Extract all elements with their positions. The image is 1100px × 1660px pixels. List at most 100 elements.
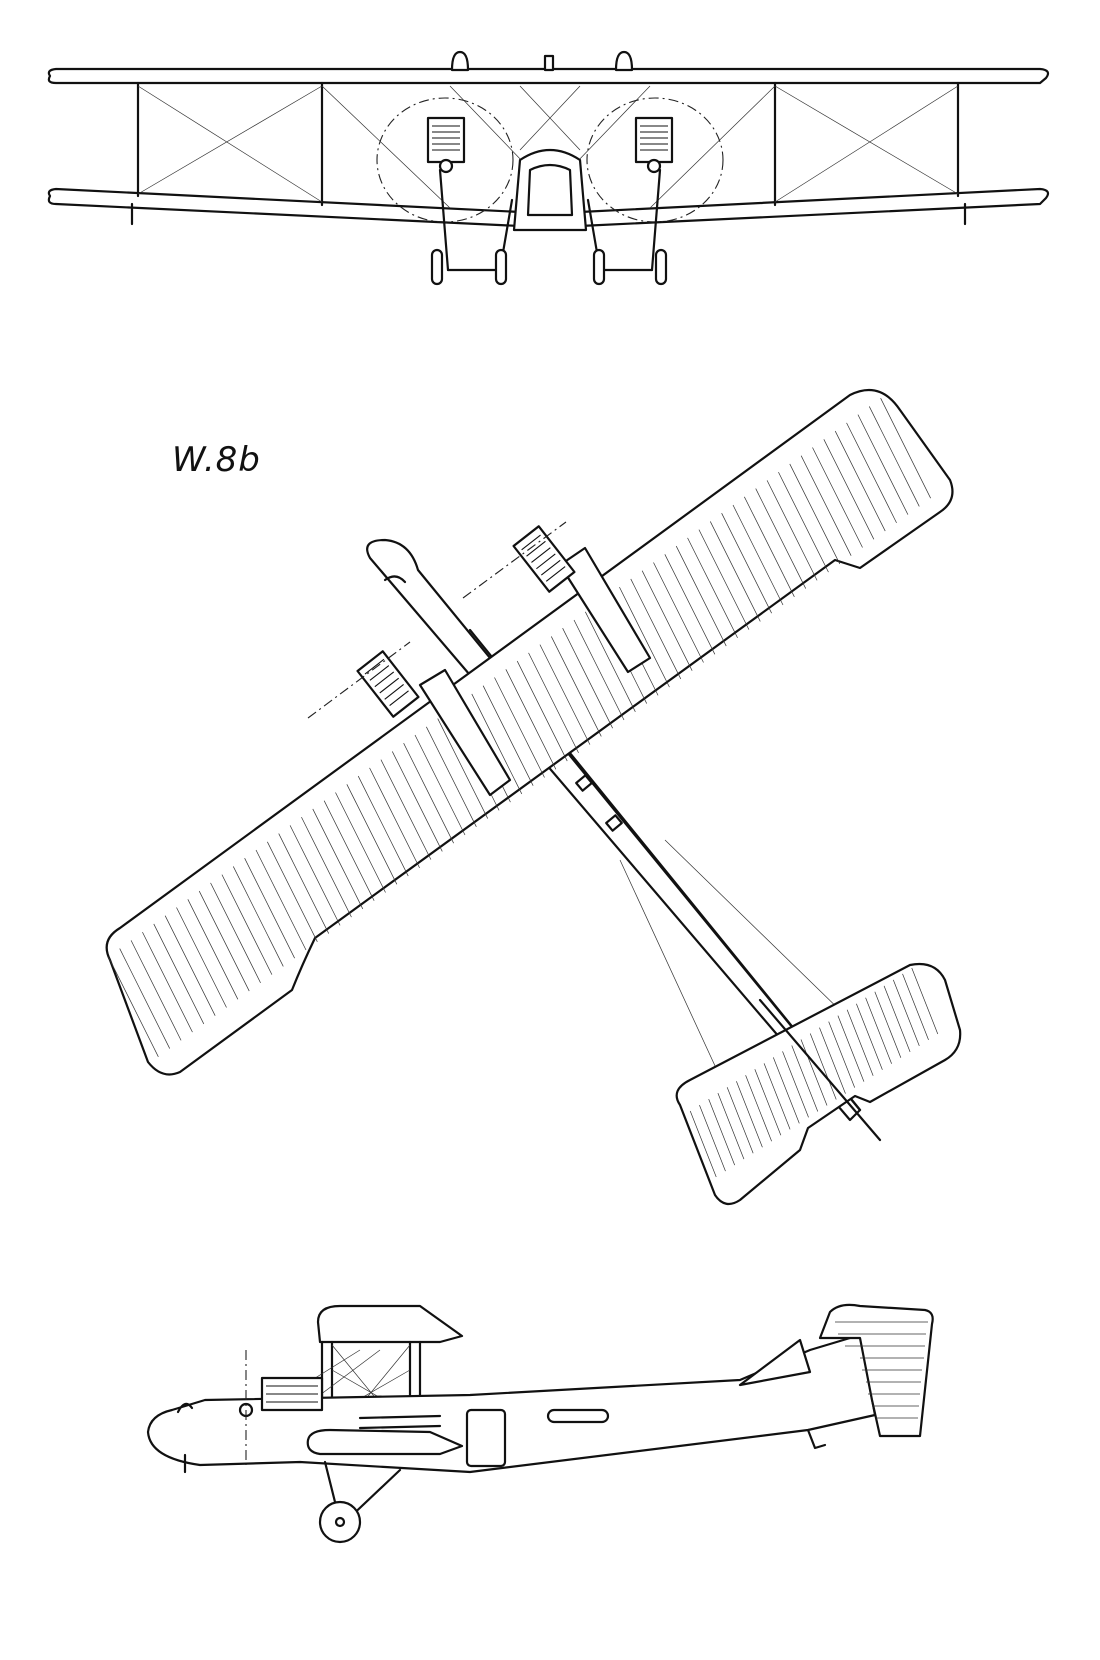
- side-cabin-door: [465, 1408, 507, 1468]
- wing-rib: [403, 743, 454, 844]
- wing-rib: [505, 669, 557, 770]
- tail-rib: [809, 1033, 837, 1100]
- tail-rib: [763, 1063, 791, 1130]
- tail-rib: [791, 1045, 819, 1112]
- wing-rib: [244, 858, 295, 959]
- front-fuselage: [512, 149, 588, 232]
- wing-rib: [664, 554, 716, 655]
- tail-rib: [699, 1104, 726, 1172]
- tail-rib: [745, 1075, 772, 1142]
- wing-rib: [823, 439, 875, 540]
- wing-rib: [857, 414, 909, 515]
- tail-rib: [717, 1093, 745, 1160]
- tail-rib: [754, 1069, 782, 1136]
- side-engine: [238, 1350, 324, 1465]
- wing-rib: [471, 693, 523, 795]
- wing-rib: [278, 833, 330, 934]
- wing-rib: [709, 521, 761, 622]
- wing-rib: [153, 923, 205, 1025]
- wing-rib: [880, 398, 931, 499]
- wing-rib: [164, 915, 216, 1016]
- starboard-engine: [634, 116, 674, 174]
- wing-rib: [380, 759, 432, 860]
- wing-rib: [675, 545, 727, 647]
- wing-rib: [778, 471, 829, 573]
- port-engine-plan: [307, 641, 512, 797]
- front-interplane-struts: [130, 81, 967, 226]
- wing-rib: [289, 825, 341, 926]
- tail-rib: [911, 967, 939, 1035]
- wing-rib: [800, 455, 852, 556]
- wing-rib: [494, 677, 545, 778]
- wing-rib: [573, 619, 625, 721]
- wing-rib: [414, 734, 466, 836]
- wing-rib: [176, 907, 227, 1008]
- plan-view: [105, 388, 962, 1206]
- wing-rib: [812, 447, 863, 548]
- wing-rib: [119, 948, 171, 1049]
- tail-rib: [828, 1021, 856, 1088]
- wing-rib: [630, 578, 682, 680]
- wing-rib: [437, 718, 489, 819]
- port-engine: [426, 116, 466, 174]
- wing-rib: [210, 882, 261, 984]
- side-undercarriage: [318, 1460, 402, 1544]
- wing-rib: [221, 874, 273, 975]
- tail-rib: [865, 997, 892, 1064]
- tail-rib: [837, 1015, 865, 1082]
- wing-rib: [323, 800, 375, 901]
- wing-rib: [346, 784, 398, 885]
- plan-main-wing: [105, 388, 954, 1076]
- tail-rib: [902, 973, 929, 1041]
- wing-rib: [369, 767, 420, 869]
- wing-rib: [187, 899, 239, 1000]
- tail-rib: [892, 979, 920, 1047]
- wing-rib: [312, 808, 364, 910]
- wing-rib: [528, 652, 579, 754]
- tail-rib: [782, 1051, 809, 1118]
- wing-rib: [255, 849, 307, 951]
- wing-rib: [653, 562, 704, 663]
- tail-rib: [874, 991, 902, 1058]
- wing-rib: [335, 792, 386, 893]
- tail-rib: [800, 1039, 828, 1106]
- wing-rib: [550, 636, 602, 737]
- front-upper-wing: [47, 67, 1050, 85]
- wing-rib: [482, 685, 534, 786]
- wing-rib: [539, 644, 591, 745]
- wing-rib: [619, 586, 670, 688]
- wing-rib: [267, 841, 318, 942]
- wing-rib: [357, 775, 409, 877]
- wing-rib: [641, 570, 693, 671]
- side-fin-rudder: [818, 1303, 934, 1438]
- starboard-engine-plan: [462, 521, 652, 674]
- wing-rib: [868, 406, 920, 507]
- wing-rib: [732, 504, 784, 606]
- wing-rib: [198, 890, 250, 992]
- tail-rib: [819, 1027, 846, 1094]
- tail-rib: [689, 1110, 717, 1178]
- wing-rib: [232, 866, 284, 967]
- wing-rib: [698, 529, 750, 630]
- plan-tail-ribs: [689, 967, 939, 1178]
- wing-rib: [426, 726, 477, 827]
- side-view: [146, 1303, 934, 1544]
- wing-rib: [391, 751, 443, 852]
- wing-rib: [562, 628, 613, 729]
- tail-rib: [772, 1057, 800, 1124]
- wing-rib: [108, 956, 159, 1057]
- wing-rib: [585, 611, 636, 712]
- tail-rib: [883, 985, 911, 1052]
- front-view: [47, 50, 1050, 286]
- side-fuselage: [146, 1333, 877, 1474]
- tail-rib: [856, 1003, 883, 1070]
- wing-rib: [130, 940, 182, 1041]
- tail-rib: [708, 1098, 736, 1166]
- side-upper-wing: [316, 1304, 464, 1344]
- wing-rib: [744, 496, 795, 597]
- wing-rib: [834, 430, 886, 532]
- wing-rib: [142, 931, 193, 1033]
- wing-rib: [766, 480, 818, 581]
- aircraft-designation: W.8b: [172, 440, 261, 480]
